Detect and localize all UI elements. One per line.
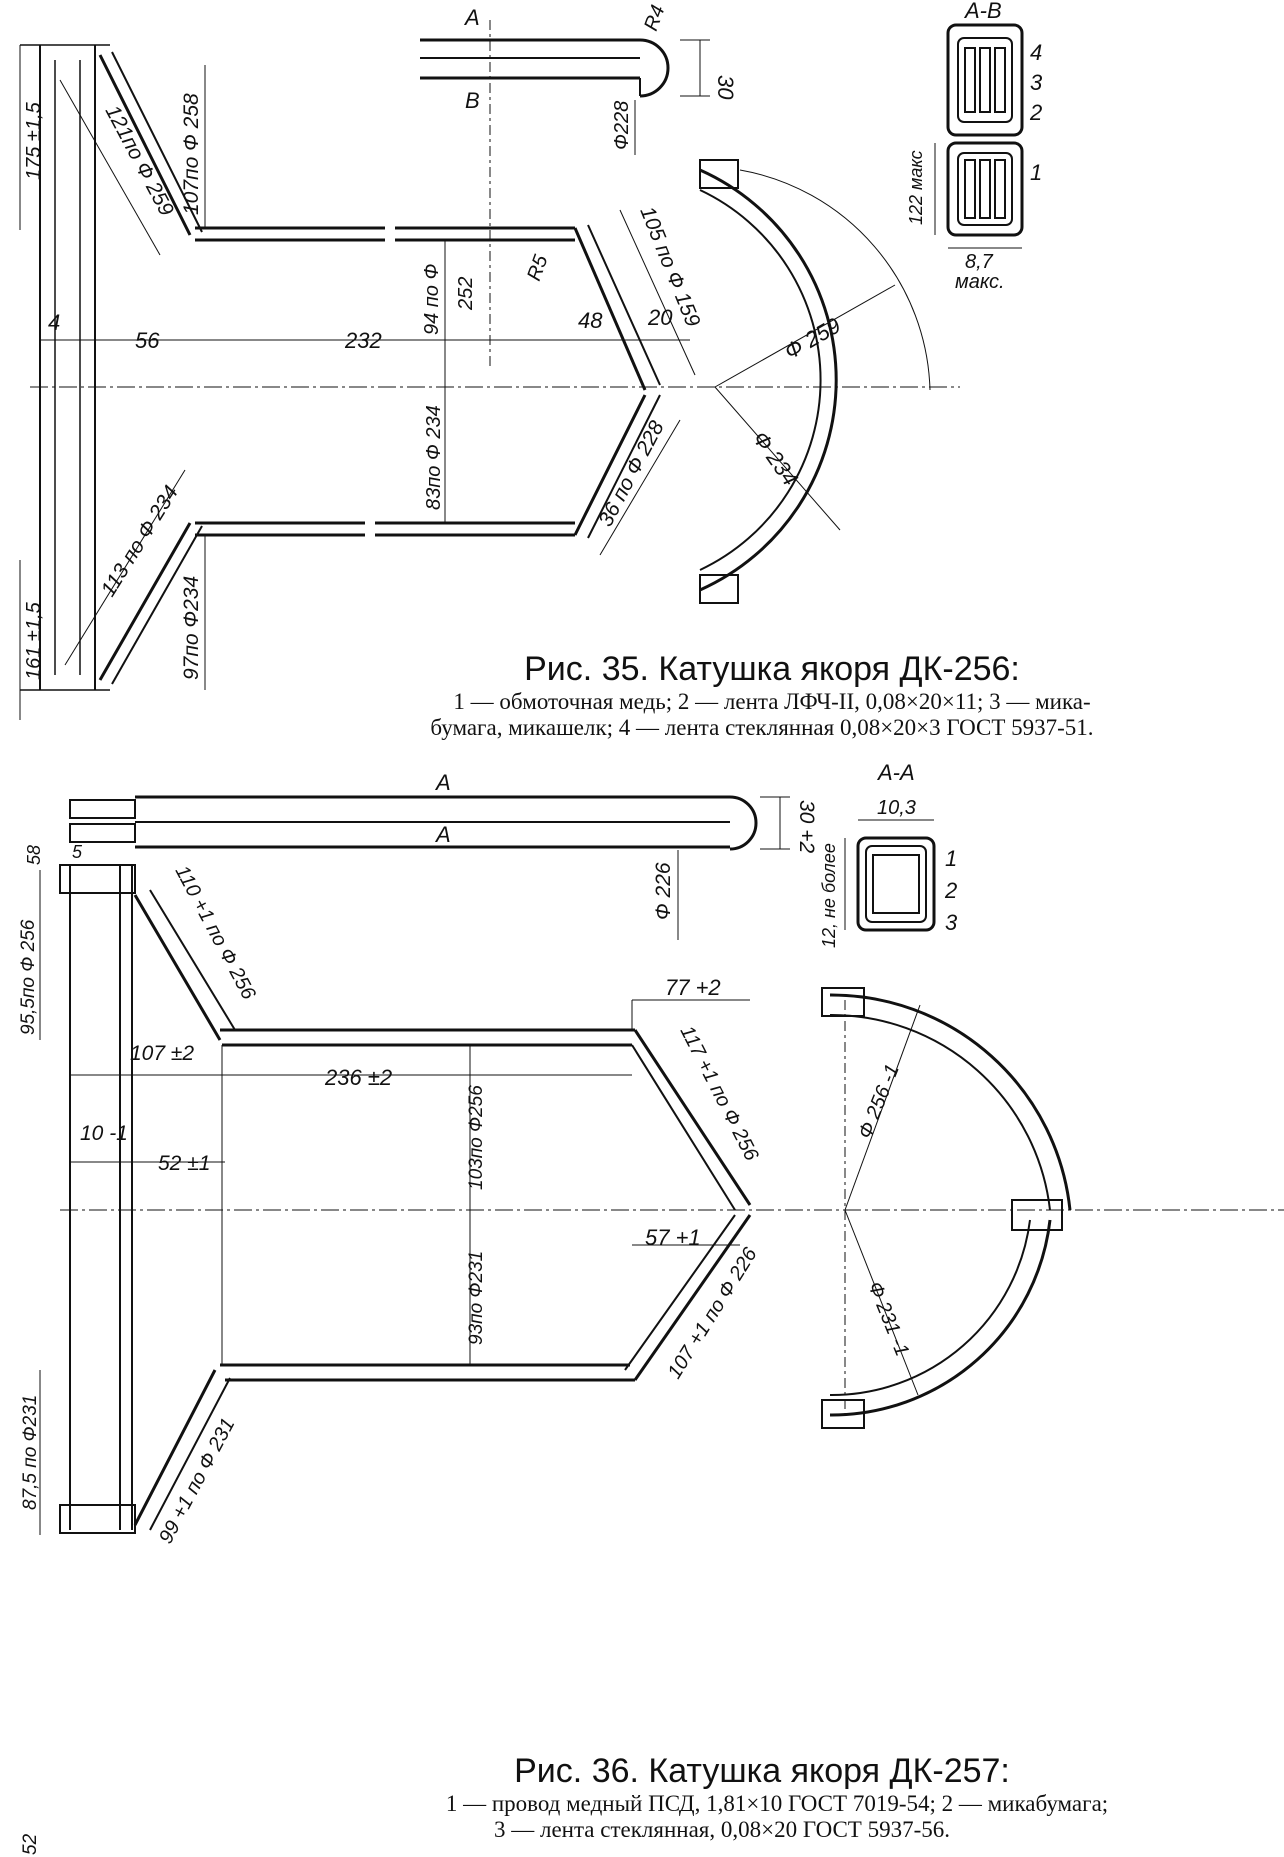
dim-10-3: 10,3 [877,797,916,819]
dim-107: 107по Ф 258 [180,93,203,215]
dim-10-1: 10 -1 [80,1122,128,1145]
part-2-label-36: 2 [944,878,957,903]
fig35-legend-line2: бумага, микашелк; 4 — лента стеклянная 0… [430,715,1094,740]
dim-56: 56 [135,328,160,353]
dim-52-1: 52 ±1 [158,1152,210,1175]
fig36-drawing [39,795,1284,1535]
fig35-section-top-label: А [463,5,480,30]
dim-252: 252 [455,277,477,311]
part-2-label: 2 [1029,100,1042,125]
fig35-legend-line1: 1 — обмоточная медь; 2 — лента ЛФЧ-II, 0… [453,689,1091,714]
dim-175: 175 ±1,5 [23,101,45,180]
part-3-label: 3 [1030,70,1043,95]
fig35-caption: Рис. 35. Катушка якоря ДК-256: 1 — обмот… [0,650,1284,741]
fig36-legend-line2: 3 — лента стеклянная, 0,08×20 ГОСТ 5937-… [493,1817,951,1842]
dim-12: 12, не более [819,843,839,948]
dim-48: 48 [578,308,603,333]
dim-83: 83по Ф 234 [423,405,445,510]
dim-93: 93по Ф231 [466,1251,487,1345]
dim-234: Ф 234 [748,427,803,491]
dim-117: 117 +1 по Ф 256 [676,1022,763,1165]
dim-4: 4 [48,310,60,335]
dim-231-1: Ф 231 -1 [863,1279,913,1360]
fig36-labels: А-А А А 30 +2 Ф 226 10,3 12, не более 58… [18,760,958,1855]
dim-58: 58 [24,845,44,865]
dim-256-1: Ф 256 -1 [854,1061,904,1142]
dim-94: 94 по Ф [421,264,443,335]
fig36-section-top-label: А [434,770,451,795]
dim-226: Ф 226 [652,862,675,920]
dim-122: 122 макс [906,150,926,225]
fig35-section-label: А-В [963,0,1002,23]
dim-97: 97по Ф234 [180,576,203,680]
dim-20: 20 [647,305,673,330]
dim-r4: R4 [640,2,669,34]
dim-52: 52 [20,1833,41,1855]
fig35-title: Рис. 35. Катушка якоря ДК-256: [524,650,1020,688]
dim-95-5: 95,5по Ф 256 [18,919,39,1035]
fig35-drawing [19,20,1024,720]
part-4-label: 4 [1030,40,1042,65]
dim-161: 161 ±1,5 [23,601,45,680]
dim-30-2: 30 +2 [795,800,818,853]
fig36-section-bottom-label: А [434,822,451,847]
dim-30: 30 [713,75,738,100]
part-1-label-36: 1 [945,846,957,871]
dim-87-5: 87,5 по Ф231 [20,1395,41,1510]
fig36-section-label: А-А [876,760,915,785]
dim-5: 5 [72,842,83,862]
dim-77: 77 +2 [665,975,721,1000]
dim-57: 57 +1 [645,1225,701,1250]
part-1-label: 1 [1030,160,1042,185]
fig36-legend-line1: 1 — провод медный ПСД, 1,81×10 ГОСТ 7019… [445,1791,1109,1816]
dim-103: 103по Ф256 [466,1085,487,1190]
fig36-caption: Рис. 36. Катушка якоря ДК-257: 1 — прово… [0,1752,1284,1843]
dim-232: 232 [344,328,382,353]
dim-99: 99 +1 по Ф 231 [155,1415,240,1548]
fig36-title: Рис. 36. Катушка якоря ДК-257: [514,1752,1010,1790]
dim-110: 110 +1 по Ф 256 [171,862,260,1004]
dim-236: 236 ±2 [324,1065,392,1090]
dim-107-2: 107 ±2 [130,1042,194,1065]
dim-8-7: 8,7 [965,251,994,273]
part-3-label-36: 3 [945,910,958,935]
fig35-section-bottom-label: В [465,88,480,113]
dim-228: Ф228 [611,101,633,150]
dim-maks: макс. [955,271,1005,293]
dim-r5: R5 [523,251,553,283]
dim-107-1: 107 +1 по Ф 226 [664,1243,763,1382]
